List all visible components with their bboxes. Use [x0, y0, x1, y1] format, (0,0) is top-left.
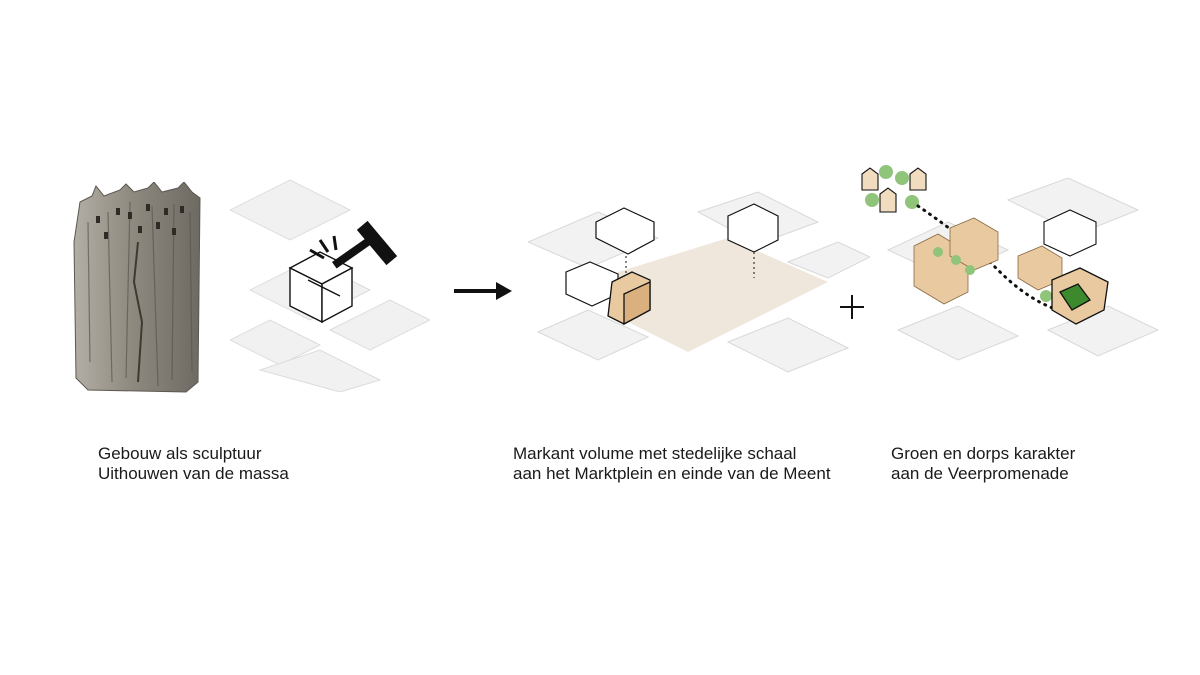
massing-carving-diagram [230, 170, 430, 392]
green-village-diagram [858, 160, 1158, 392]
stone-sculpture-image [68, 182, 208, 394]
caption-green-line1: Groen en dorps karakter [891, 444, 1076, 463]
caption-green-line2: aan de Veerpromenade [891, 464, 1069, 483]
caption-market: Markant volume met stedelijke schaal aan… [513, 444, 831, 484]
arrow-right-icon [452, 280, 514, 302]
caption-green: Groen en dorps karakter aan de Veerprome… [891, 444, 1075, 484]
caption-market-line2: aan het Marktplein en einde van de Meent [513, 464, 831, 483]
caption-sculpture-line2: Uithouwen van de massa [98, 464, 289, 483]
plus-icon [838, 292, 866, 322]
caption-sculpture: Gebouw als sculptuur Uithouwen van de ma… [98, 444, 289, 484]
market-square-diagram [528, 182, 870, 392]
caption-market-line1: Markant volume met stedelijke schaal [513, 444, 797, 463]
houses-trees-icon [861, 165, 927, 213]
caption-sculpture-line1: Gebouw als sculptuur [98, 444, 262, 463]
hammer-icon [331, 220, 398, 269]
